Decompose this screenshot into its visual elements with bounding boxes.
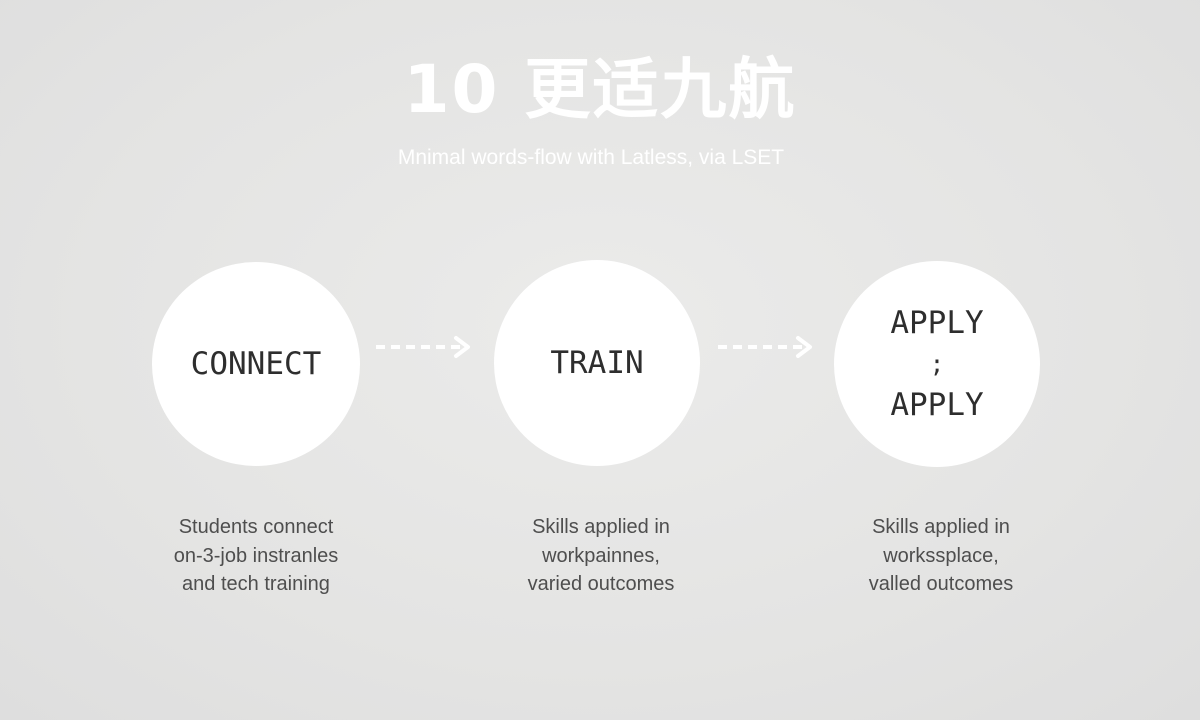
step-label-train: TRAIN bbox=[550, 345, 644, 381]
description-line: valled outcomes bbox=[868, 573, 1014, 595]
description-line: workpainnes, bbox=[542, 544, 660, 567]
step-node-apply: APPLY ; APPLY bbox=[834, 261, 1040, 467]
description-line: Skills applied in bbox=[532, 516, 670, 538]
description-line: Skills applied in bbox=[872, 516, 1010, 538]
step-description-apply: Skills applied in workssplace, valled ou… bbox=[821, 513, 1061, 599]
description-line: workssplace, bbox=[883, 544, 999, 567]
description-line: and tech training bbox=[182, 573, 330, 595]
step-description-connect: Students connect on-3-job instranles and… bbox=[136, 513, 376, 599]
flow-arrow-icon bbox=[718, 336, 812, 358]
step-label-apply-top: APPLY bbox=[890, 305, 984, 341]
page-subtitle: Mnimal words-flow with Latless, via LSET bbox=[397, 146, 785, 169]
page-title: 10 更适九航 bbox=[403, 51, 797, 128]
description-line: varied outcomes bbox=[527, 573, 675, 595]
description-line: on-3-job instranles bbox=[173, 544, 339, 567]
step-node-train: TRAIN bbox=[494, 260, 700, 466]
step-label-separator: ; bbox=[929, 350, 945, 378]
step-description-train: Skills applied in workpainnes, varied ou… bbox=[481, 513, 721, 599]
flow-arrow-icon bbox=[376, 336, 470, 358]
step-label-connect: CONNECT bbox=[190, 346, 322, 382]
description-line: Students connect bbox=[178, 516, 334, 538]
step-node-connect: CONNECT bbox=[152, 262, 360, 466]
step-label-apply-bottom: APPLY bbox=[890, 387, 984, 423]
